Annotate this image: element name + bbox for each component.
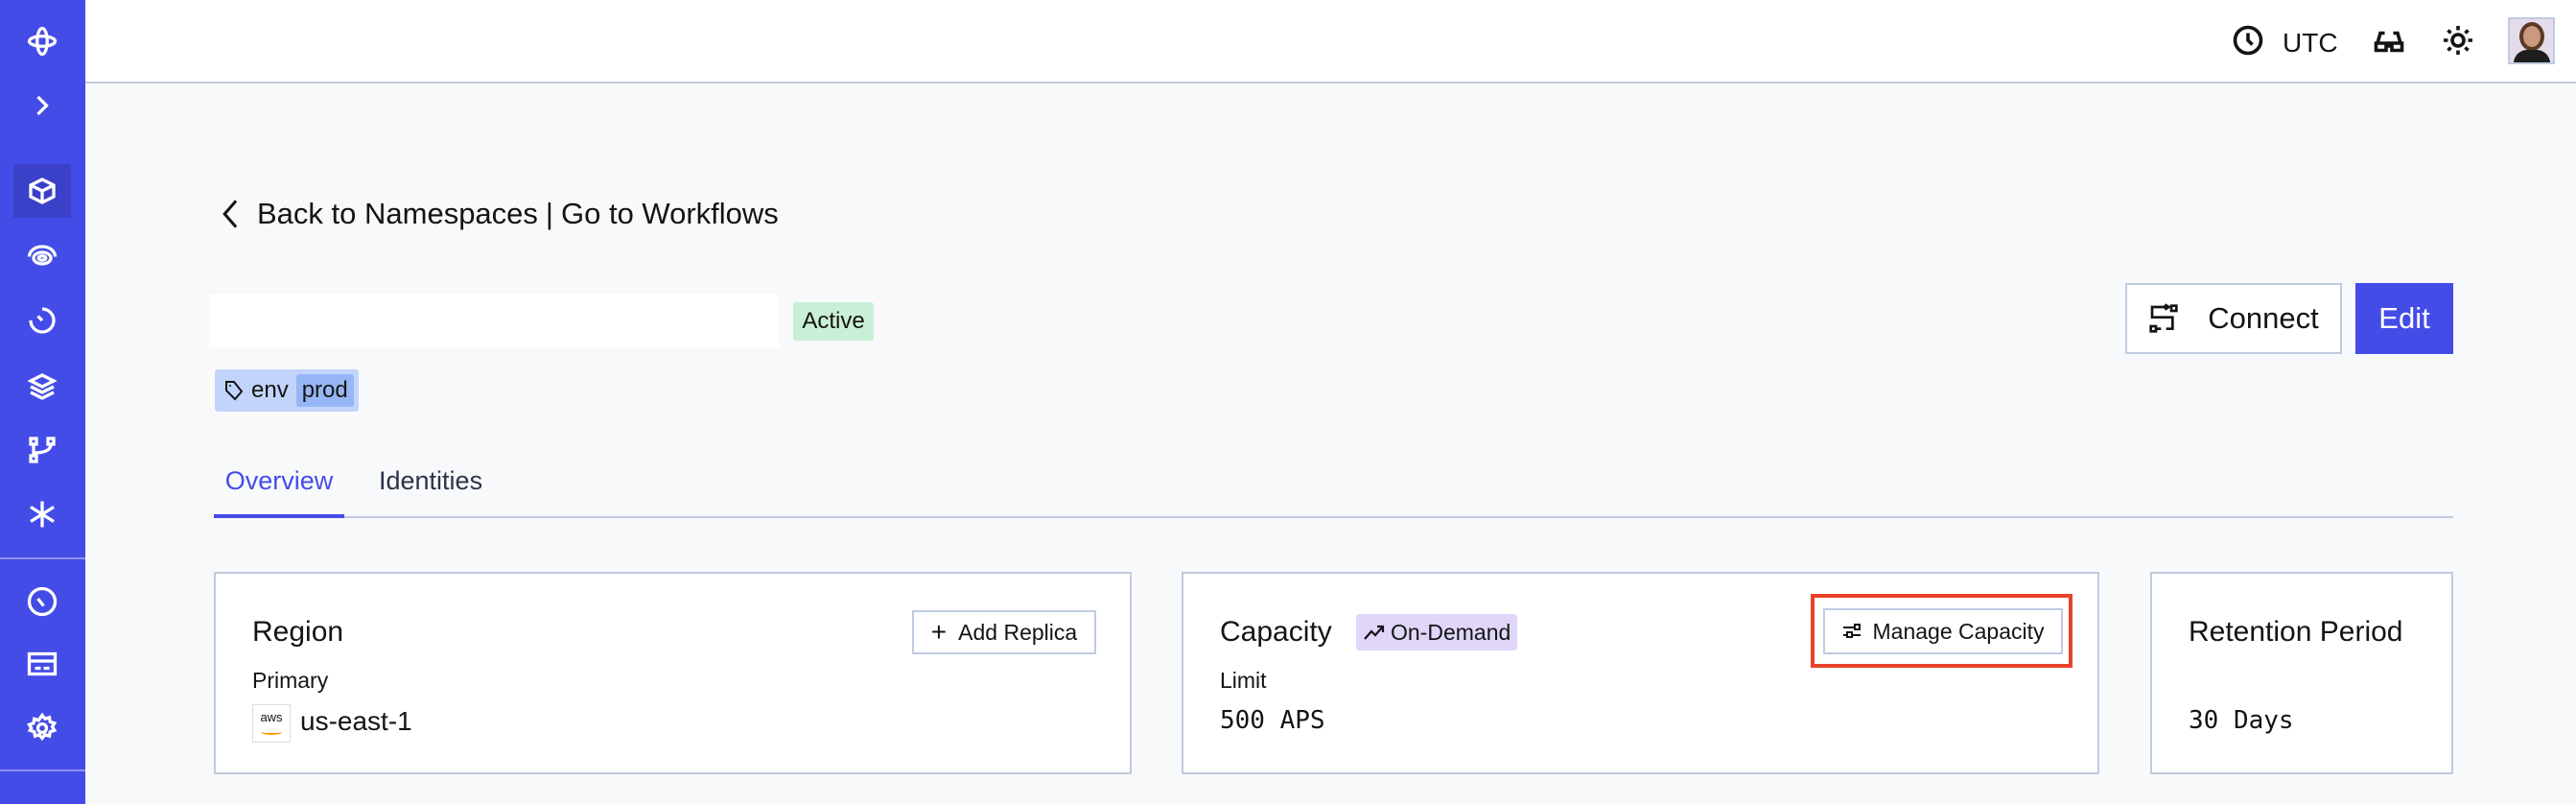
primary-label: Primary xyxy=(252,668,329,693)
edit-button[interactable]: Edit xyxy=(2355,283,2453,354)
nexus-icon[interactable] xyxy=(13,228,71,282)
namespace-name-redacted xyxy=(209,295,779,348)
aws-logo: aws xyxy=(252,704,291,743)
plus-icon: + xyxy=(930,617,948,647)
add-replica-button[interactable]: + Add Replica xyxy=(912,610,1096,654)
capacity-mode-label: On-Demand xyxy=(1391,619,1511,645)
workflows-icon[interactable] xyxy=(13,294,71,347)
manage-capacity-label: Manage Capacity xyxy=(1872,618,2045,644)
go-to-workflows-link[interactable]: Go to Workflows xyxy=(560,197,779,230)
timezone-label: UTC xyxy=(2283,27,2338,58)
logo-icon[interactable] xyxy=(13,14,71,68)
back-to-namespaces-link[interactable]: Back to Namespaces xyxy=(257,197,538,230)
tag-key: env xyxy=(251,377,289,403)
avatar[interactable] xyxy=(2508,17,2555,64)
asterisk-icon[interactable] xyxy=(13,487,71,541)
sidebar xyxy=(0,0,85,804)
tab-identities[interactable]: Identities xyxy=(379,466,483,495)
chevron-left-icon xyxy=(222,200,238,228)
namespaces-icon[interactable] xyxy=(13,164,71,218)
branch-icon[interactable] xyxy=(13,423,71,477)
tag-icon xyxy=(225,381,244,401)
billing-icon[interactable] xyxy=(13,637,71,691)
connect-label: Connect xyxy=(2208,301,2319,335)
clock-icon xyxy=(2231,23,2265,62)
limit-label: Limit xyxy=(1220,668,1267,693)
highlight-box xyxy=(1811,594,2073,668)
capacity-card: Capacity On-Demand Manage Capacity Limit… xyxy=(1182,572,2099,774)
top-bar: UTC xyxy=(85,0,2576,83)
breadcrumb-separator: | xyxy=(545,197,553,230)
glasses-icon[interactable] xyxy=(2372,23,2406,62)
theme-sun-icon[interactable] xyxy=(2441,23,2475,62)
connect-icon xyxy=(2149,303,2178,333)
retention-value: 30 Days xyxy=(2189,706,2294,735)
limit-value: 500 APS xyxy=(1220,706,1325,735)
layers-icon[interactable] xyxy=(13,360,71,414)
tab-bar-divider xyxy=(214,516,2453,518)
add-replica-label: Add Replica xyxy=(958,619,1078,645)
capacity-title: Capacity xyxy=(1220,616,1332,648)
expand-icon[interactable] xyxy=(13,79,71,132)
connect-button[interactable]: Connect xyxy=(2125,283,2342,354)
region-value: us-east-1 xyxy=(300,706,412,736)
tag-value: prod xyxy=(295,374,354,407)
tag-chip: env prod xyxy=(215,369,359,412)
trending-up-icon xyxy=(1364,625,1385,640)
retention-card: Retention Period 30 Days xyxy=(2150,572,2453,774)
tab-overview[interactable]: Overview xyxy=(214,466,344,518)
sliders-icon xyxy=(1842,624,1861,638)
region-title: Region xyxy=(252,616,344,648)
manage-capacity-button[interactable]: Manage Capacity xyxy=(1823,608,2063,654)
breadcrumb: Back to Namespaces | Go to Workflows xyxy=(219,197,779,231)
settings-icon[interactable] xyxy=(13,701,71,755)
region-card: Region + Add Replica Primary aws us-east… xyxy=(214,572,1132,774)
sidebar-divider xyxy=(0,557,85,559)
capacity-mode-badge: On-Demand xyxy=(1356,614,1518,650)
status-badge: Active xyxy=(793,302,874,341)
usage-icon[interactable] xyxy=(13,575,71,628)
timezone-button[interactable]: UTC xyxy=(2231,23,2338,62)
sidebar-divider xyxy=(0,769,85,771)
retention-title: Retention Period xyxy=(2189,616,2403,648)
